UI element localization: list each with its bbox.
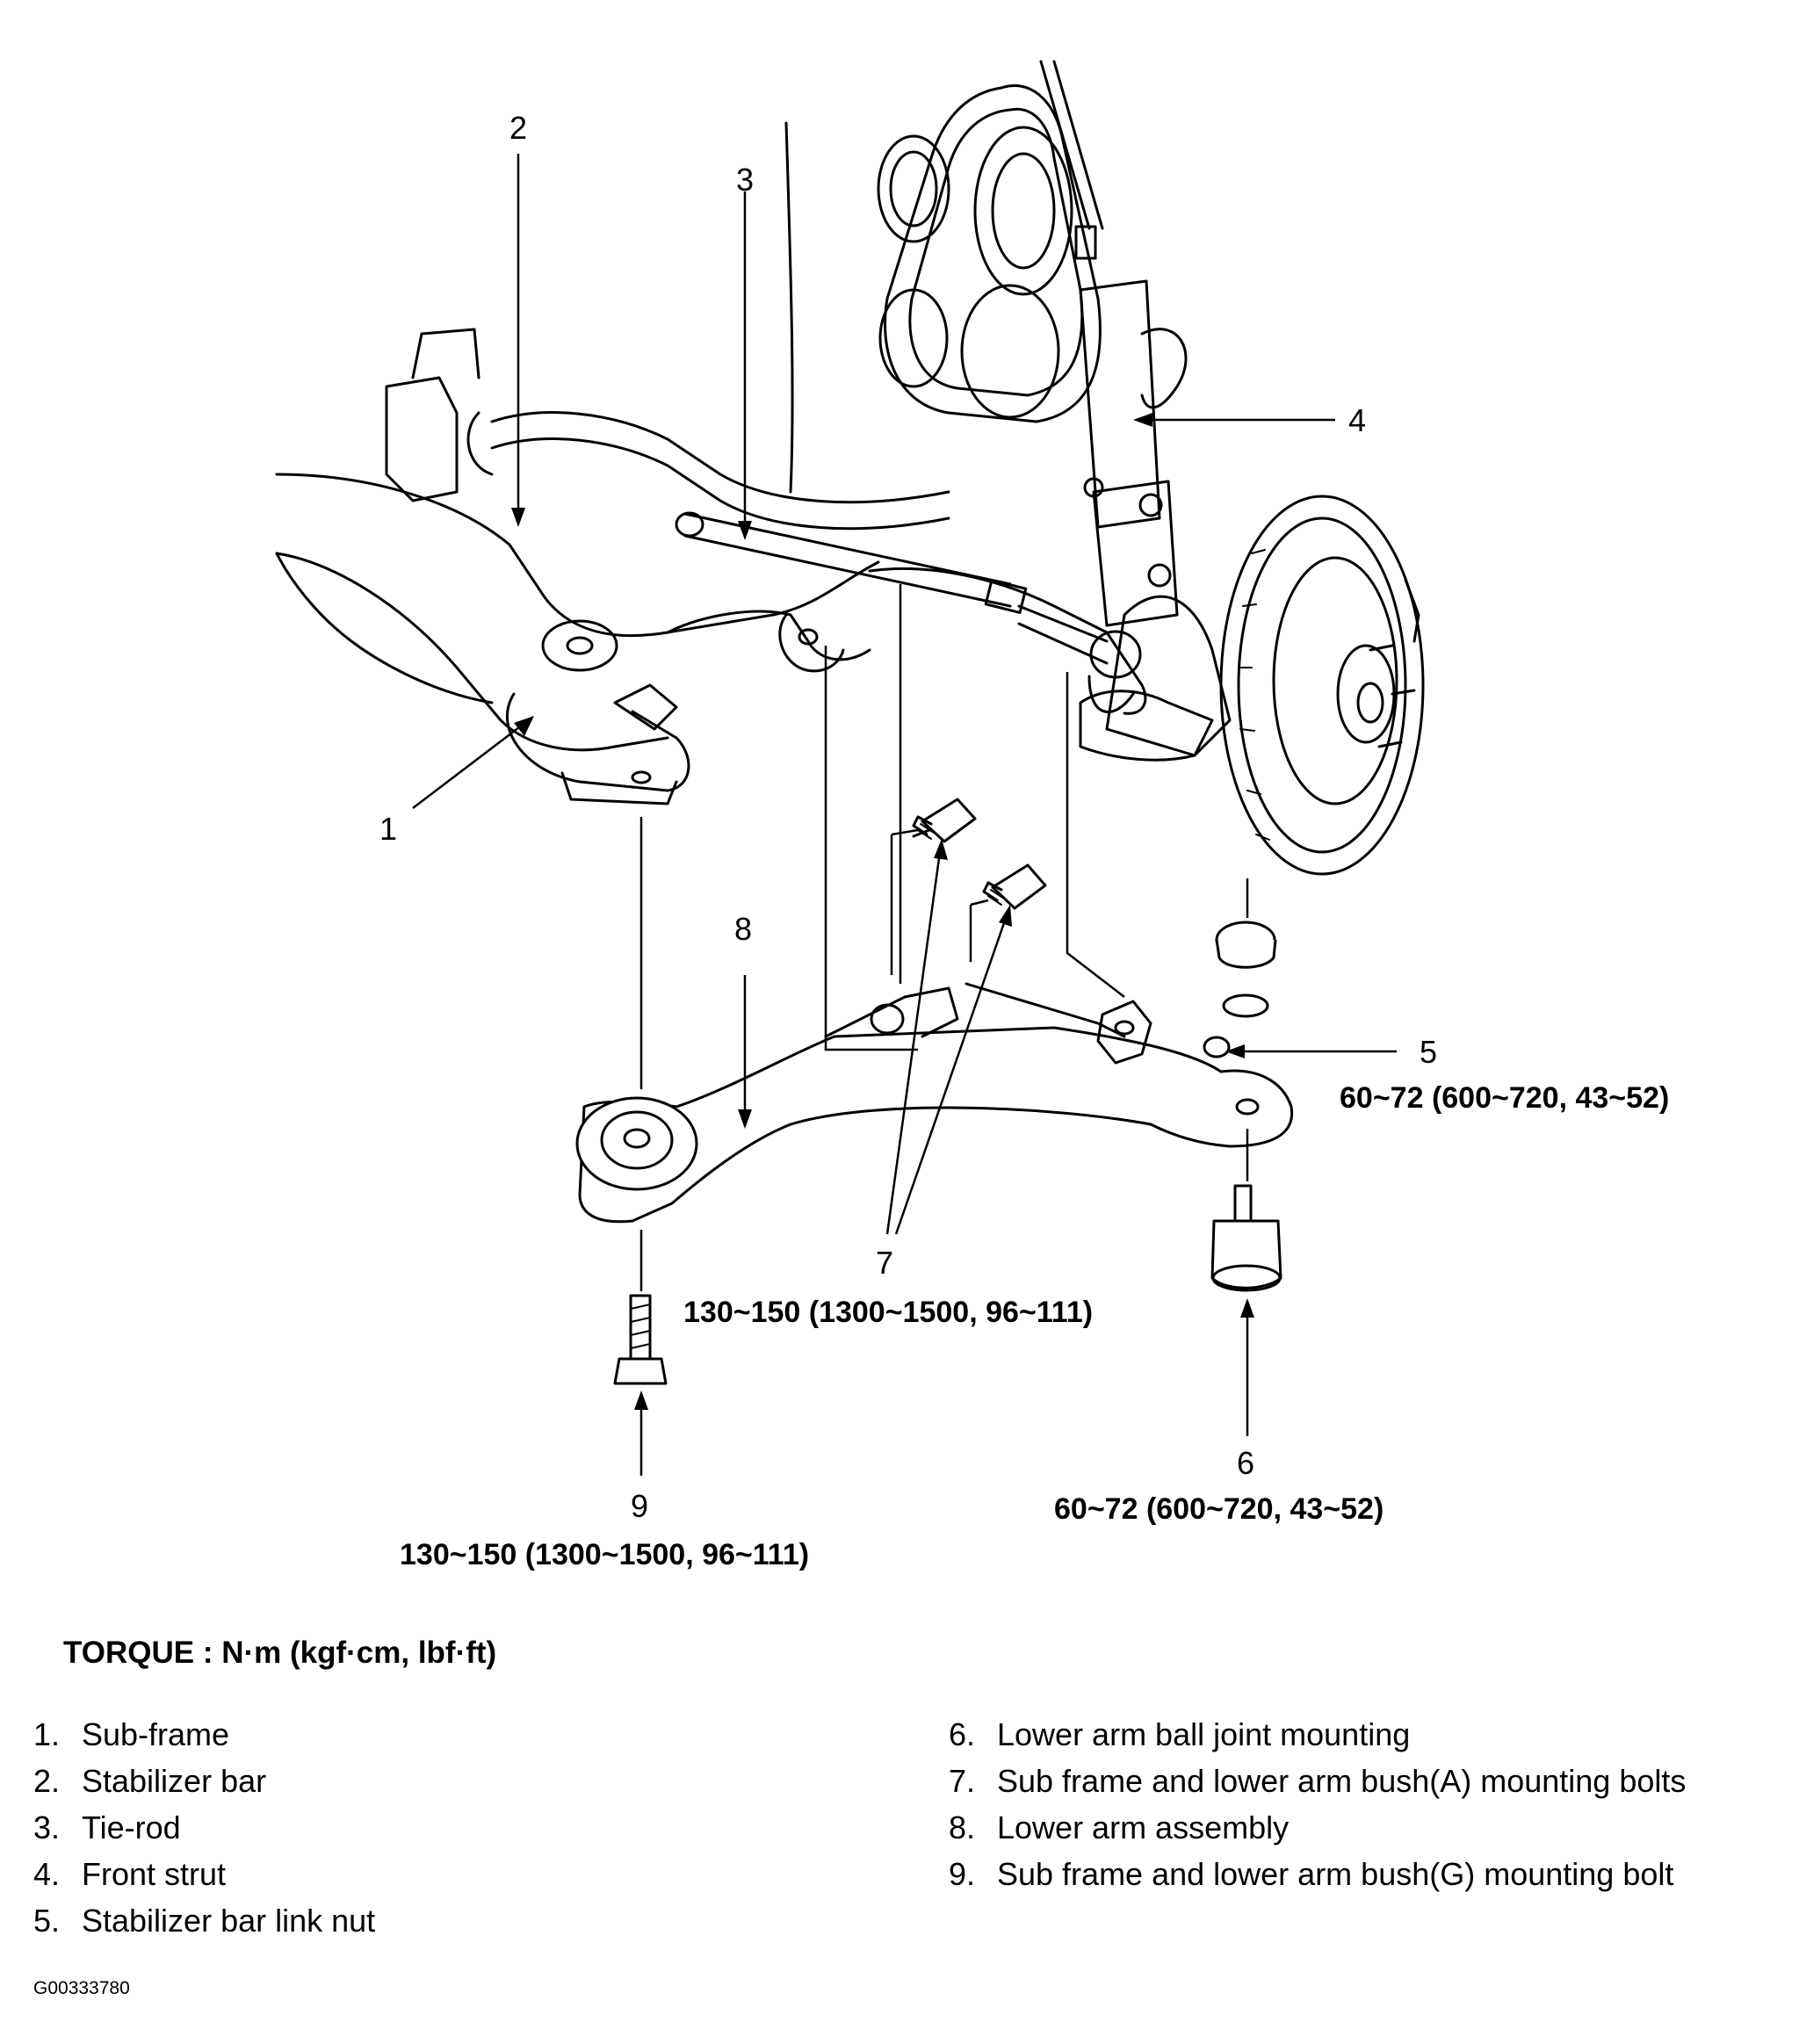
legend-item: 3. Tie-rod bbox=[33, 1812, 375, 1859]
legend-item: 2. Stabilizer bar bbox=[33, 1766, 375, 1812]
legend-item: 9. Sub frame and lower arm bush(G) mounti… bbox=[949, 1859, 1686, 1905]
callout-4: 4 bbox=[1348, 402, 1367, 438]
legend-item-number: 8. bbox=[949, 1809, 976, 1845]
legend-item-number: 9. bbox=[949, 1856, 976, 1892]
suspension-exploded-diagram bbox=[275, 60, 1425, 1476]
torque-units-heading: TORQUE : N·m (kgf·cm, lbf·ft) bbox=[63, 1636, 497, 1670]
legend-item: 6. Lower arm ball joint mounting bbox=[949, 1719, 1686, 1766]
sub-frame-illustration bbox=[275, 328, 1147, 805]
legend-item-number: 7. bbox=[949, 1763, 976, 1799]
legend-item-label: Tie-rod bbox=[82, 1809, 181, 1845]
tie-rod-illustration bbox=[675, 511, 1142, 713]
legend-item-label: Sub frame and lower arm bush(G) mounting… bbox=[997, 1856, 1674, 1892]
legend-item-number: 1. bbox=[33, 1716, 61, 1752]
lower-arm-illustration bbox=[575, 982, 1294, 1224]
legend-item-number: 4. bbox=[33, 1856, 61, 1892]
callout-5: 5 bbox=[1420, 1034, 1438, 1070]
legend-item-number: 2. bbox=[33, 1763, 61, 1799]
legend-item-number: 6. bbox=[949, 1716, 976, 1752]
legend-item: 7. Sub frame and lower arm bush(A) mounti… bbox=[949, 1766, 1686, 1812]
torque-value-7: 130~150 (1300~1500, 96~111) bbox=[683, 1296, 1094, 1329]
legend-item-label: Stabilizer bar link nut bbox=[82, 1903, 376, 1939]
callout-1: 1 bbox=[379, 811, 398, 847]
legend-left-column: 1. Sub-frame 2. Stabilizer bar 3. Tie-rod 4… bbox=[33, 1719, 375, 1952]
legend-item: 5. Stabilizer bar link nut bbox=[33, 1905, 375, 1952]
legend-right-column: 6. Lower arm ball joint mounting 7. Sub fr… bbox=[949, 1719, 1686, 1905]
leader-lines bbox=[412, 154, 1397, 1476]
callout-7: 7 bbox=[876, 1245, 894, 1281]
engine-pulleys-illustration bbox=[784, 60, 1104, 494]
legend-item-label: Lower arm ball joint mounting bbox=[997, 1716, 1411, 1752]
legend-item-label: Front strut bbox=[82, 1856, 227, 1892]
callout-9: 9 bbox=[631, 1488, 649, 1524]
legend-item-label: Sub frame and lower arm bush(A) mounting… bbox=[997, 1763, 1687, 1799]
legend-item: 4. Front strut bbox=[33, 1859, 375, 1905]
callout-6: 6 bbox=[1237, 1445, 1255, 1481]
stabilizer-bar-illustration bbox=[466, 411, 950, 531]
legend-item-number: 3. bbox=[33, 1809, 61, 1845]
bush-a-bolts-illustration bbox=[912, 798, 1047, 910]
callout-3: 3 bbox=[736, 162, 755, 198]
torque-value-5: 60~72 (600~720, 43~52) bbox=[1340, 1081, 1670, 1115]
legend-item-label: Stabilizer bar bbox=[82, 1763, 267, 1799]
callout-8: 8 bbox=[734, 911, 753, 947]
figure-code: G00333780 bbox=[33, 1978, 130, 1998]
legend-item-label: Sub-frame bbox=[82, 1716, 230, 1752]
legend-item-number: 5. bbox=[33, 1903, 61, 1939]
torque-value-6: 60~72 (600~720, 43~52) bbox=[1054, 1492, 1384, 1526]
ball-joint-illustration bbox=[1203, 921, 1282, 1292]
callout-2: 2 bbox=[509, 110, 528, 146]
legend-item-label: Lower arm assembly bbox=[997, 1809, 1290, 1845]
torque-value-9: 130~150 (1300~1500, 96~111) bbox=[400, 1538, 810, 1571]
legend-item: 1. Sub-frame bbox=[33, 1719, 375, 1766]
knuckle-hub-disc-illustration bbox=[1079, 495, 1425, 876]
bush-g-bolt-illustration bbox=[613, 1294, 668, 1385]
front-strut-illustration bbox=[1079, 279, 1188, 627]
legend-item: 8. Lower arm assembly bbox=[949, 1812, 1686, 1859]
